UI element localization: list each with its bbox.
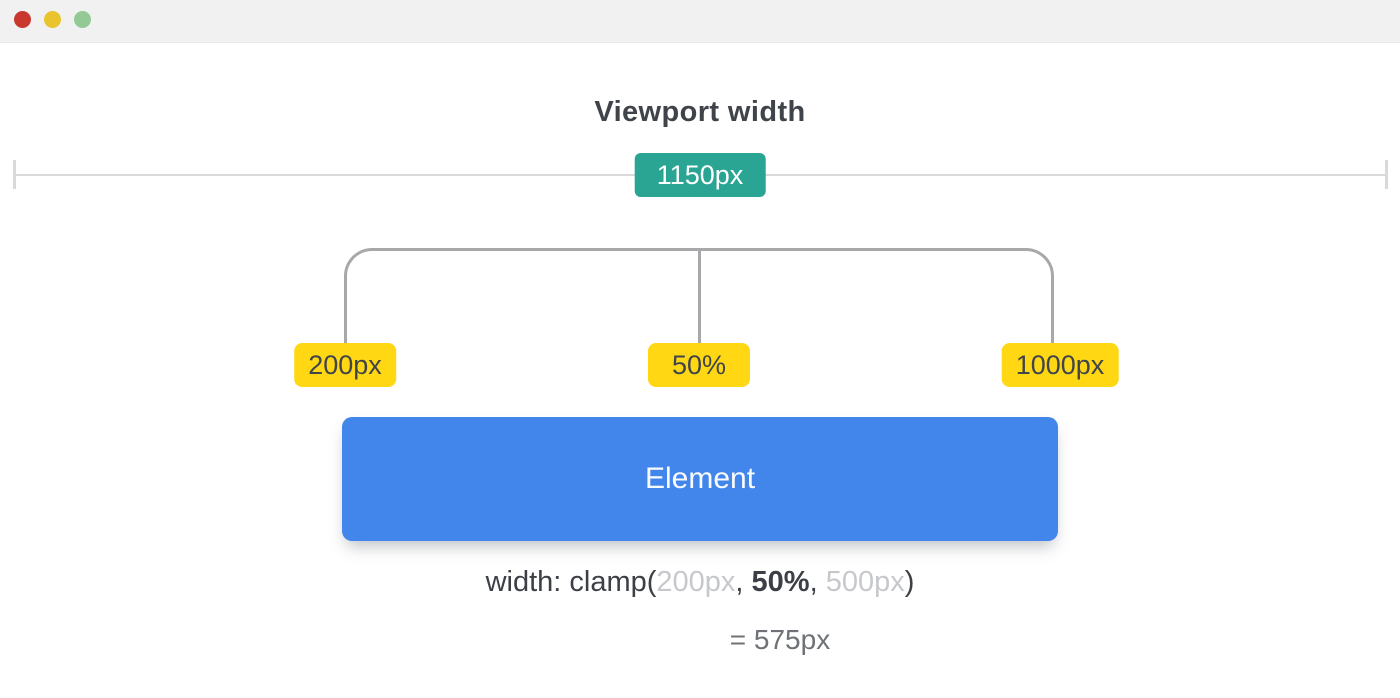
formula-separator-1: , <box>735 566 752 598</box>
window-minimize-button[interactable] <box>44 11 61 28</box>
clamp-min-badge: 200px <box>294 343 396 387</box>
formula-prefix: width: clamp( <box>485 566 657 598</box>
formula-suffix: ) <box>904 566 915 598</box>
computed-width-result: = 575px <box>729 624 831 655</box>
window-close-button[interactable] <box>14 11 31 28</box>
formula-max-value: 500px <box>825 566 905 598</box>
formula-preferred-value: 50% <box>751 566 810 598</box>
clamp-preferred-badge: 50% <box>647 343 751 387</box>
element-box: Element <box>342 417 1058 541</box>
viewport-width-badge: 1150px <box>634 153 766 197</box>
clamp-max-badge: 1000px <box>1001 343 1119 387</box>
window-zoom-button[interactable] <box>74 11 91 28</box>
formula-min-value: 200px <box>656 566 736 598</box>
clamp-bracket <box>344 248 1054 343</box>
ruler-left-tick <box>13 160 16 189</box>
diagram-title: Viewport width <box>594 96 806 128</box>
clamp-formula: width: clamp(200px, 50%, 500px) <box>0 566 1400 599</box>
formula-separator-2: , <box>809 566 826 598</box>
clamp-bracket-center-stem <box>698 251 701 343</box>
window-titlebar <box>0 0 1400 43</box>
ruler-right-tick <box>1385 160 1388 189</box>
element-label: Element <box>644 462 756 495</box>
